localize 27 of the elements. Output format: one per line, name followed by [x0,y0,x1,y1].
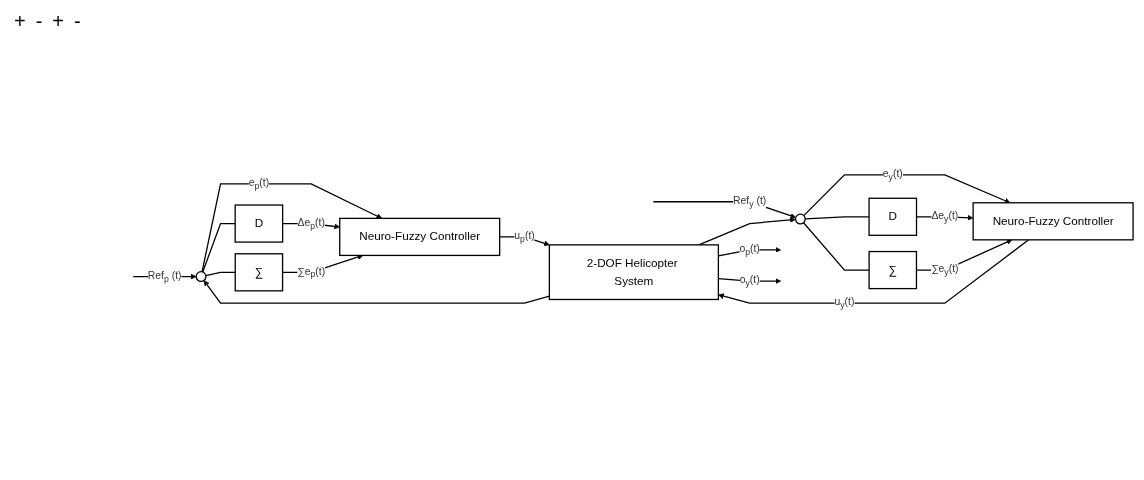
node-box: Neuro-Fuzzy Controller [338,217,501,257]
node-box: 2-DOF Helicopter System [548,244,719,301]
node-circle [794,213,806,225]
node-box: D [868,197,917,236]
sign-label: - [74,10,81,33]
edge-label: o$_{p}$(t) [739,243,760,257]
node-box: ∑ [234,253,283,292]
edge-label: Δe$_{p}$(t) [297,216,325,231]
sign-label: + [52,10,65,33]
edge-label: e$_{y}$(t) [882,167,903,182]
node-circle [195,271,207,283]
edge-label: e$_{p}$(t) [248,176,269,191]
edge-label: Ref$_{y}$ (t) [732,194,766,209]
edge-label: Δe$_{y}$(t) [931,209,958,224]
edge-label: ∑e$_{p}$(t) [296,265,325,280]
edge-label: u$_{p}$(t) [514,230,535,244]
arrow [802,174,1010,217]
edge-label: o$_{y}$(t) [739,274,760,288]
node-box: Neuro-Fuzzy Controller [972,202,1134,241]
sign-label: + [14,10,26,33]
edge-label: Ref$_{p}$ (t) [147,269,182,284]
node-box: ∑ [868,250,917,290]
arrow [203,280,550,304]
sign-label: - [35,10,43,33]
edge-label: ∑e$_{y}$(t) [930,263,959,277]
edge-label: u$_{y}$(t) [834,296,855,311]
node-box: D [234,204,283,243]
